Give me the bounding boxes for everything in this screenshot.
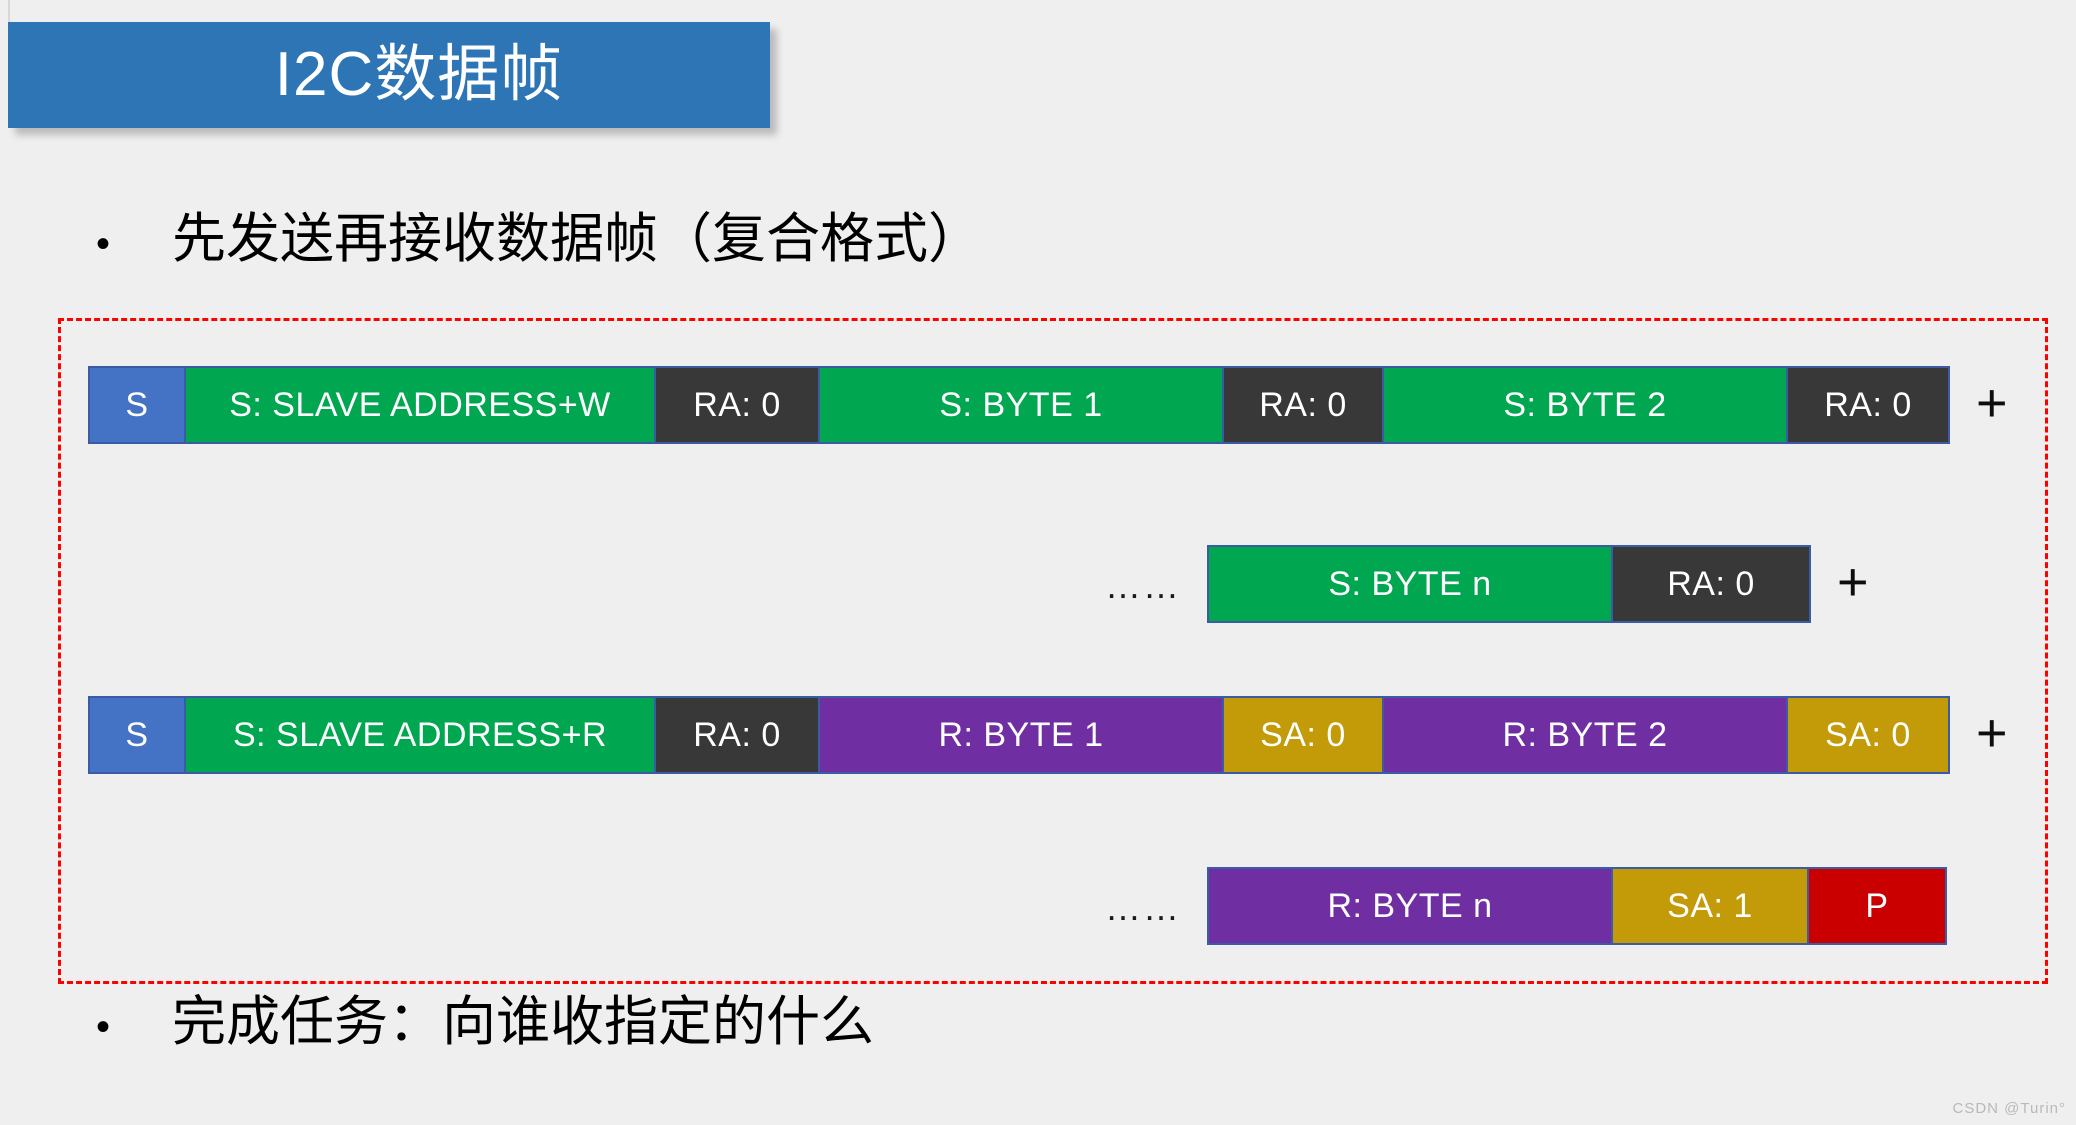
frame-block-start: S — [90, 698, 186, 772]
bullet-top: • 先发送再接收数据帧（复合格式） — [96, 212, 982, 266]
slide-title-banner: I2C数据帧 — [8, 22, 770, 128]
frame-block-stop: P — [1809, 869, 1945, 943]
continuation-ellipsis: …… — [1105, 887, 1181, 928]
bullet-marker: • — [96, 1005, 111, 1049]
frame-block-write_data: S: BYTE n — [1209, 547, 1613, 621]
frame-block-write_data: S: BYTE 2 — [1384, 368, 1788, 442]
frame-block-slave_ack: RA: 0 — [656, 368, 820, 442]
page-title: I2C数据帧 — [274, 40, 564, 109]
frame-block-write_data: S: SLAVE ADDRESS+R — [186, 698, 656, 772]
frame-block-write_data: S: SLAVE ADDRESS+W — [186, 368, 656, 442]
frame-block-slave_ack: RA: 0 — [656, 698, 820, 772]
continuation-ellipsis: …… — [1105, 565, 1181, 606]
frame-block-read_data: R: BYTE 2 — [1384, 698, 1788, 772]
plus-icon: + — [1837, 552, 1869, 612]
frame-block-read_data: R: BYTE 1 — [820, 698, 1224, 772]
bullet-bottom: • 完成任务：向谁收指定的什么 — [96, 995, 874, 1049]
frame-block-slave_ack: RA: 0 — [1224, 368, 1384, 442]
plus-icon: + — [1976, 703, 2008, 763]
frame-block-slave_ack: RA: 0 — [1788, 368, 1948, 442]
frame-block-master_ack: SA: 0 — [1788, 698, 1948, 772]
watermark: CSDN @Turin° — [1952, 1100, 2066, 1117]
frame-block-write_data: S: BYTE 1 — [820, 368, 1224, 442]
frame-block-start: S — [90, 368, 186, 442]
bullet-top-text: 先发送再接收数据帧（复合格式） — [172, 209, 982, 269]
frame-block-read_data: R: BYTE n — [1209, 869, 1613, 943]
plus-icon: + — [1976, 373, 2008, 433]
bullet-marker: • — [96, 222, 111, 266]
frame-block-slave_ack: RA: 0 — [1613, 547, 1809, 621]
i2c-frame-diagram-region — [58, 318, 2048, 984]
frame-block-master_ack: SA: 0 — [1224, 698, 1384, 772]
bullet-bottom-text: 完成任务：向谁收指定的什么 — [172, 992, 874, 1052]
frame-block-master_ack: SA: 1 — [1613, 869, 1809, 943]
